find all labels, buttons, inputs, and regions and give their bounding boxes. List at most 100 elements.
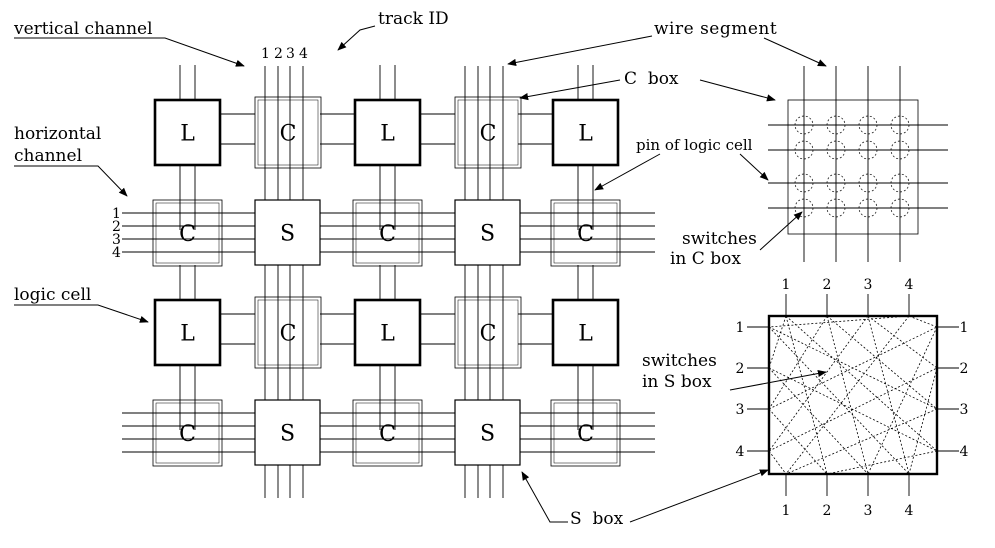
wire-segment-arrow-1	[507, 35, 653, 66]
logic-cell-letter: L	[578, 322, 593, 347]
s-box-arrow-2	[629, 469, 769, 523]
c-box: C	[254, 96, 322, 169]
c-box: C	[152, 199, 223, 267]
switch-box-letter: S	[480, 222, 495, 247]
c-box-switch	[858, 173, 878, 193]
track-number-top: 3	[286, 46, 295, 62]
switch-box: S	[454, 399, 521, 466]
c-box-letter: C	[280, 122, 297, 147]
logic-cell: L	[153, 98, 222, 167]
c-box-letter: C	[379, 422, 396, 447]
track-number-left: 4	[112, 245, 121, 261]
s-box-switch	[785, 408, 938, 475]
pin-arrow-2	[739, 153, 769, 181]
c-box-switch	[826, 173, 846, 193]
switch-box-letter: S	[480, 422, 495, 447]
s-box-switch	[867, 315, 910, 475]
vertical-channel-arrow	[14, 37, 245, 67]
c-box-switch	[858, 198, 878, 218]
logic-cell-letter: L	[578, 122, 593, 147]
c-box-arrow-2	[699, 79, 776, 102]
c-box-switch	[890, 173, 910, 193]
track-id-label: track ID	[378, 9, 449, 29]
logic-cell-letter: L	[380, 122, 395, 147]
switch-box-letter: S	[280, 422, 295, 447]
track-number-left: 2	[112, 219, 121, 235]
c-box-switch	[826, 140, 846, 160]
logic-cell: L	[353, 98, 422, 167]
c-box-detail-frame	[787, 99, 919, 235]
wire-segment-arrow-2	[763, 37, 827, 67]
track-number-top: 4	[299, 46, 308, 62]
s-box-detail-frame	[767, 314, 939, 476]
switch-box: S	[254, 399, 321, 466]
horizontal-channel-label-2: channel	[14, 146, 82, 166]
c-box-switch	[890, 140, 910, 160]
c-box-detail	[768, 66, 948, 262]
s-box-switch	[908, 367, 938, 475]
track-number-left: 1	[112, 206, 121, 222]
s-box-number-right: 3	[960, 402, 969, 418]
c-box-letter: C	[577, 422, 594, 447]
c-box-switch	[794, 140, 814, 160]
track-number-left: 3	[112, 232, 121, 248]
track-number-top: 1	[261, 46, 270, 62]
s-box-switch	[768, 367, 869, 475]
logic-cell: L	[551, 298, 620, 367]
horizontal-channel-label-1: horizontal	[14, 124, 101, 144]
c-box-label: C box	[624, 69, 679, 89]
c-box: C	[454, 296, 522, 369]
s-box-number-left: 3	[736, 402, 745, 418]
c-box-letter: C	[280, 322, 297, 347]
switches-c-box-label-1: switches	[682, 229, 757, 249]
c-box-letter: C	[179, 222, 196, 247]
switches-s-box-label-2: in S box	[642, 372, 712, 392]
logic-cell-letter: L	[180, 122, 195, 147]
c-box: C	[550, 199, 621, 267]
c-box: C	[352, 199, 423, 267]
track-number-top: 2	[274, 46, 283, 62]
s-box-arrow-1	[521, 471, 568, 523]
wire-segment-label: wire segment	[654, 19, 777, 39]
s-box-number-bottom: 2	[823, 503, 832, 519]
logic-cell-label: logic cell	[14, 285, 91, 305]
c-box-switch	[890, 198, 910, 218]
c-box: C	[454, 96, 522, 169]
s-box-number-right: 2	[960, 361, 969, 377]
c-box: C	[352, 399, 423, 467]
s-box-number-left: 2	[736, 361, 745, 377]
s-box-switch	[867, 326, 938, 475]
s-box-switch	[785, 315, 910, 475]
c-box-letter: C	[577, 222, 594, 247]
leader-arrows	[14, 25, 827, 523]
switches-c-box-arrow	[759, 211, 803, 251]
c-box: C	[550, 399, 621, 467]
s-box-switch	[785, 315, 938, 452]
c-box: C	[254, 296, 322, 369]
s-box-switch	[768, 315, 910, 328]
c-box-switch	[826, 198, 846, 218]
logic-cell: L	[153, 298, 222, 367]
pin-arrow-1	[594, 153, 661, 191]
logic-cell: L	[353, 298, 422, 367]
s-box-switch	[826, 315, 938, 410]
s-box-switch	[785, 315, 828, 475]
logic-cell-letter: L	[380, 322, 395, 347]
switch-box: S	[454, 199, 521, 266]
s-box-number-bottom: 3	[864, 503, 873, 519]
c-box-switch	[826, 115, 846, 135]
s-box-switch	[826, 450, 938, 475]
s-box-number-top: 1	[782, 277, 791, 293]
c-box-arrow-1	[519, 79, 621, 101]
c-box-letter: C	[480, 322, 497, 347]
vertical-channel-label: vertical channel	[13, 19, 153, 39]
s-box-switch	[768, 450, 787, 475]
c-box: C	[152, 399, 223, 467]
s-box-number-left: 1	[736, 320, 745, 336]
horizontal-channel-arrow	[14, 165, 128, 197]
